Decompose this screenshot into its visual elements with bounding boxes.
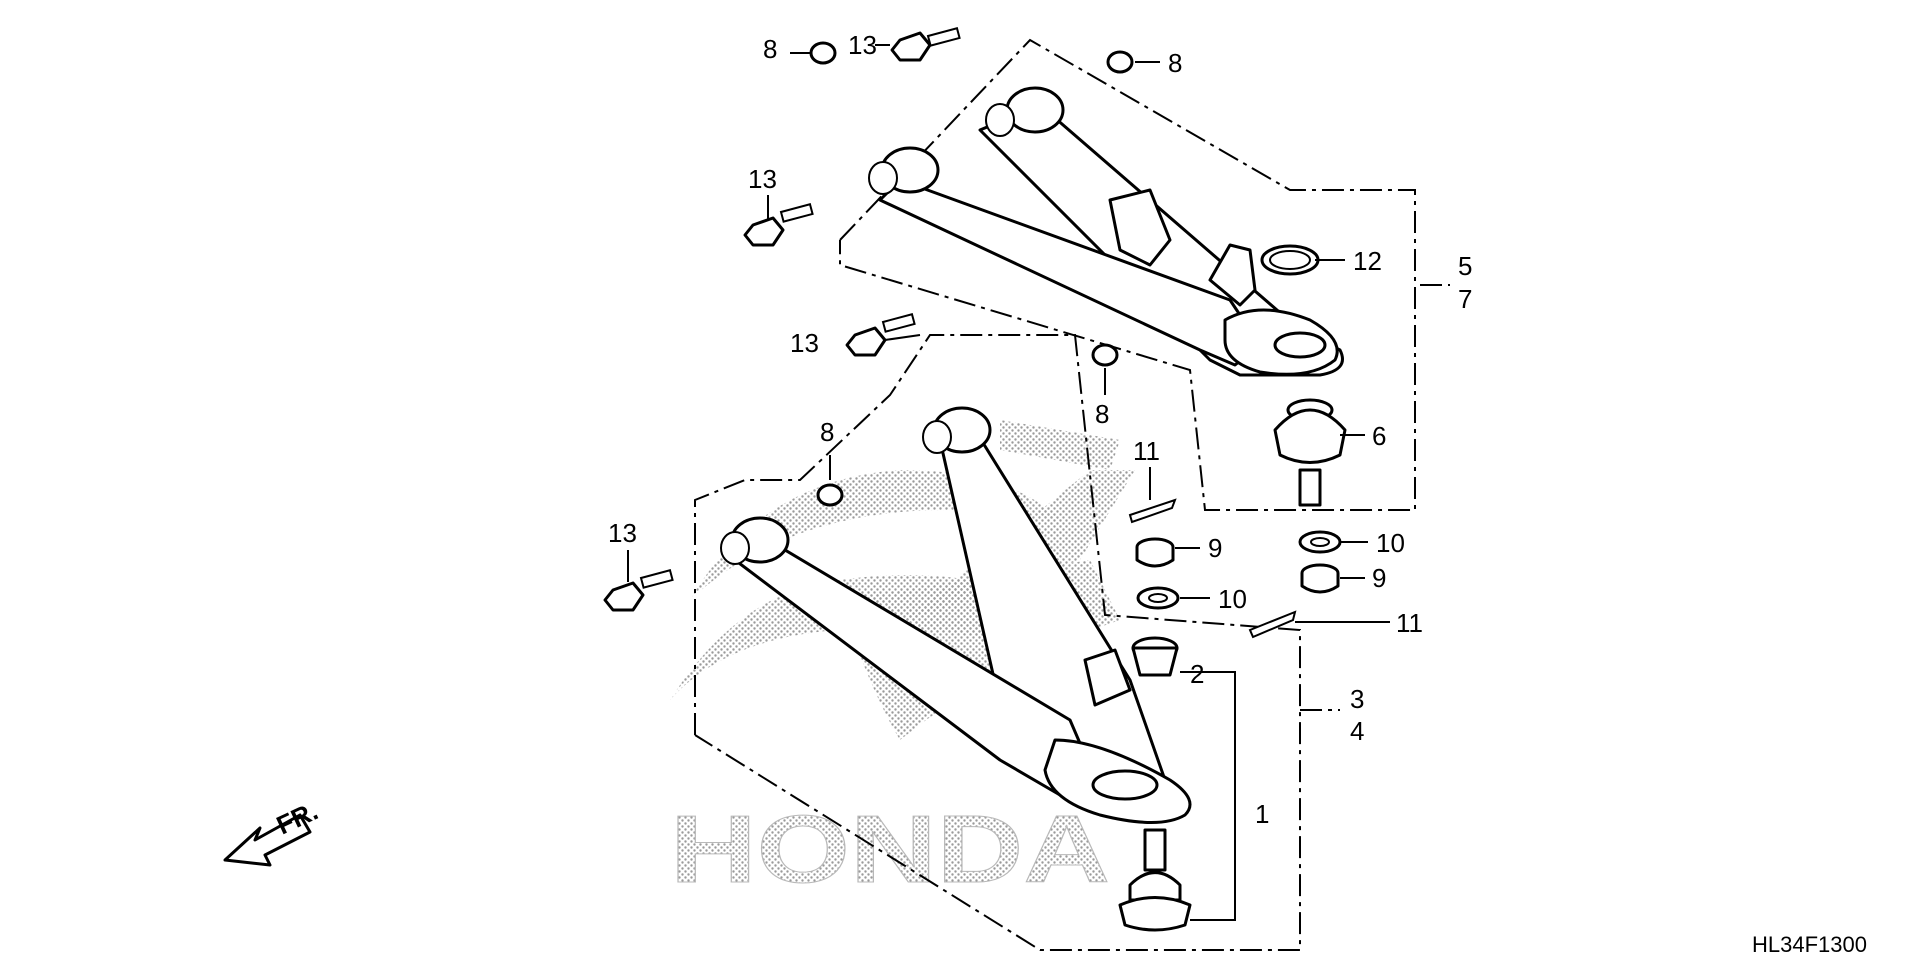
diagram-code: HL34F1300 [1752,932,1867,957]
castle-nut-left [1135,537,1175,568]
callout-8-lower: 8 [820,417,834,447]
callout-13-lower-left: 13 [608,518,637,548]
callout-9-right: 9 [1372,563,1386,593]
callout-13-upper-left: 13 [748,164,777,194]
callout-11-left: 11 [1133,436,1160,466]
callout-4: 4 [1350,716,1364,746]
callout-10-right: 10 [1376,528,1405,558]
washer-right [1298,530,1342,554]
callout-2: 2 [1190,659,1204,689]
flange-nut-middle [1091,343,1119,367]
upper-ball-joint [1273,398,1347,507]
callout-9-left: 9 [1208,533,1222,563]
lower-ball-joint [1118,828,1192,932]
bolt-middle [845,313,916,357]
callout-12: 12 [1353,246,1382,276]
honda-watermark-text: HONDA [670,796,1110,903]
lower-arm [720,406,1192,824]
upper-arm [868,86,1344,377]
bolt-lower-left [603,569,674,612]
flange-nut-top-right [1106,50,1134,74]
washer-left [1136,586,1180,610]
front-direction-arrow-icon [223,813,312,867]
leader-lines [627,44,1390,921]
callout-3: 3 [1350,684,1364,714]
callout-5: 5 [1458,251,1472,281]
bolt-upper-left [743,203,814,247]
callout-6: 6 [1372,421,1386,451]
callout-13-top: 13 [848,30,877,60]
castle-nut-right [1300,563,1340,594]
flange-nut-lower [816,483,844,507]
bolt-top [890,27,961,62]
callout-1: 1 [1255,799,1269,829]
cotter-pins [1128,498,1297,639]
callout-8-top-right: 8 [1168,48,1182,78]
callout-13-middle: 13 [790,328,819,358]
lower-boot [1131,636,1179,677]
lower-arm-group-outline [694,334,1340,951]
callout-11-right: 11 [1396,608,1423,638]
callout-7: 7 [1458,284,1472,314]
callout-8-top-left: 8 [763,34,777,64]
flange-nut-top-left [809,41,837,65]
callout-10-left: 10 [1218,584,1247,614]
upper-arm-group-outline [839,38,1450,511]
snap-ring [1260,244,1320,276]
callout-labels: 1 2 3 4 5 6 7 8 8 8 8 9 9 10 10 11 11 12… [608,30,1472,829]
callout-8-middle: 8 [1095,399,1109,429]
